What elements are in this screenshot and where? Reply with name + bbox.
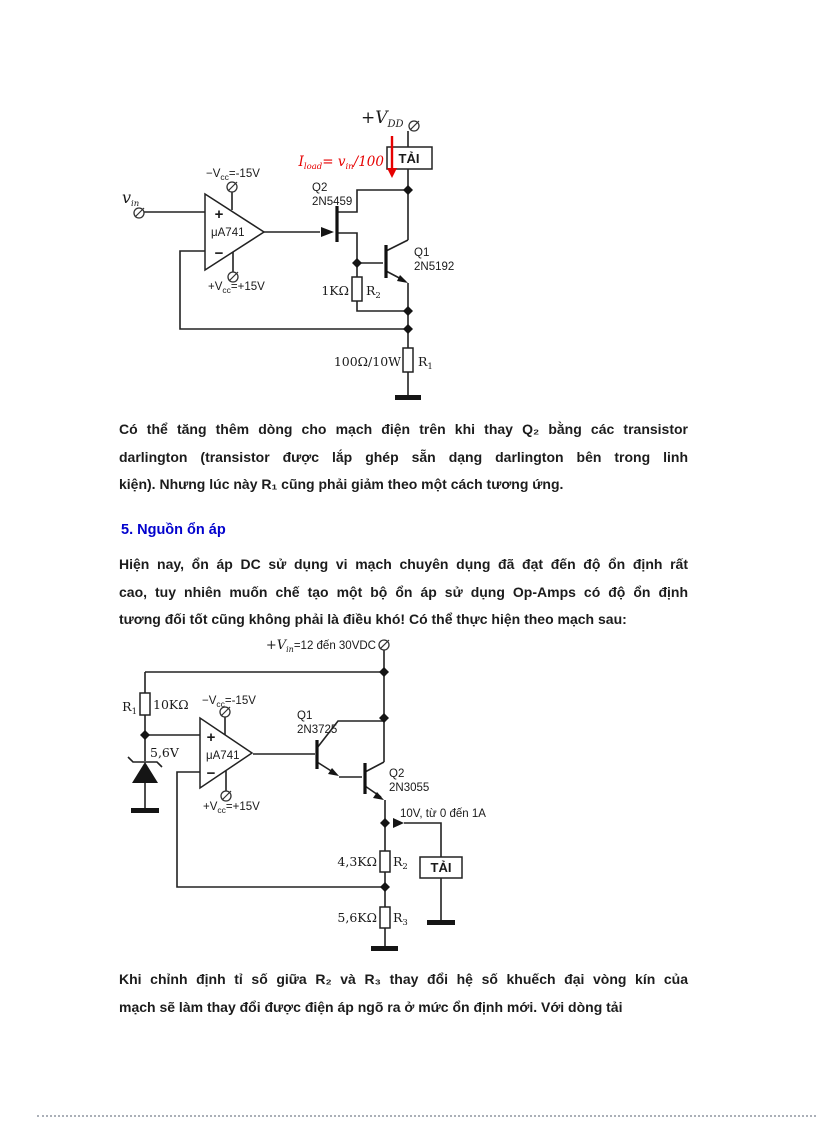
vin-label: vin <box>122 188 139 209</box>
zener-anode-icon <box>132 762 158 783</box>
terminal-slash-icon <box>379 639 390 650</box>
r2-ref: R2 <box>393 854 408 872</box>
text-line: darlington (transistor được lắp ghép sẵn… <box>119 448 688 465</box>
wire <box>144 650 442 946</box>
r2-ref: R2 <box>366 283 381 301</box>
r2-value: 1KΩ <box>321 283 349 298</box>
text-line: mạch sẽ làm thay đổi được điện áp ngõ ra… <box>119 998 623 1015</box>
text-line: kiện). Nhưng lúc này R₁ cũng phải giảm t… <box>119 476 564 492</box>
terminal-slash-icon <box>134 207 145 218</box>
q1-part: 2N3725 <box>297 724 337 736</box>
opamp-triangle <box>199 716 254 790</box>
q1-name: Q1 <box>414 247 429 259</box>
r2-value: 4,3KΩ <box>337 854 377 869</box>
transistor-bars <box>315 740 367 794</box>
circuit1-current-source: + − μA741 −Vcc=-15V +Vcc=+15V vin +VDD T… <box>122 108 454 400</box>
terminal-slash-icon <box>220 706 231 717</box>
vcc-positive-label: +Vcc=+15V <box>203 801 260 815</box>
wire <box>144 131 409 395</box>
output-arrow-icon <box>393 818 404 828</box>
resistor-r1 <box>139 692 151 716</box>
paragraph-2: Hiện nay, ổn áp DC sử dụng vi mạch chuyê… <box>119 551 688 634</box>
load-current-arrowhead-icon <box>387 168 397 178</box>
bjt-emitter-arrow-icon <box>328 768 339 776</box>
opamp-label: μA741 <box>211 227 244 239</box>
vdd-label: +VDD <box>361 108 404 130</box>
paragraph-1: Có thể tăng thêm dòng cho mạch điện trên… <box>119 416 688 499</box>
load-box-label: TẢI <box>399 151 420 166</box>
r1-value: 100Ω/10W <box>334 354 401 369</box>
ground-icon <box>131 808 159 813</box>
load-current-formula: Iload= vin/100 <box>298 154 385 172</box>
r3-ref: R3 <box>393 910 408 928</box>
r1-value: 10KΩ <box>153 697 189 712</box>
zener-value: 5,6V <box>150 745 180 760</box>
q2-part: 2N5459 <box>312 196 352 208</box>
resistor-r3 <box>379 906 391 929</box>
r1-ref: R1 <box>418 354 433 372</box>
load-box-label: TẢI <box>431 860 452 875</box>
output-label: 10V, từ 0 đến 1A <box>400 808 486 820</box>
opamp-label: μA741 <box>206 750 239 762</box>
junction-nodes <box>352 185 413 334</box>
terminal-slash-icon <box>228 271 239 282</box>
opamp-plus-input: + <box>207 729 216 746</box>
q1-part: 2N5192 <box>414 261 454 273</box>
load-box <box>419 856 463 879</box>
resistor-r2 <box>379 850 391 873</box>
page-break-dotted-line <box>37 1115 816 1117</box>
opamp-minus-input: − <box>215 245 224 262</box>
terminal-slash-icon <box>409 120 420 131</box>
ground-icon <box>371 946 398 951</box>
resistor-r1 <box>402 347 414 373</box>
input-rail-label: +Vin=12 đến 30VDC <box>266 638 376 654</box>
r3-value: 5,6KΩ <box>337 910 377 925</box>
vcc-negative-label: −Vcc=-15V <box>206 168 260 182</box>
bjt-emitter-arrow-icon <box>397 275 408 283</box>
jfet-gate-arrow-icon <box>321 227 334 237</box>
text-line: cao, tuy nhiên muốn chế tạo một bộ ổn áp… <box>119 583 688 600</box>
opamp-plus-input: + <box>215 206 224 223</box>
q2-name: Q2 <box>389 768 404 780</box>
paragraph-3: Khi chỉnh định tỉ số giữa R₂ và R₃ thay … <box>119 966 688 1021</box>
opamp-triangle <box>204 192 266 272</box>
bjt-emitter-arrow-icon <box>373 792 384 800</box>
vcc-positive-label: +Vcc=+15V <box>208 281 265 295</box>
circuit2-voltage-regulator: +Vin=12 đến 30VDC R1 10KΩ 5,6V + − μA741… <box>122 638 486 951</box>
transistor-bars <box>335 206 388 278</box>
r1-ref: R1 <box>122 699 137 717</box>
q1-name: Q1 <box>297 710 312 722</box>
ground-icon <box>395 395 421 400</box>
text-line: Có thể tăng thêm dòng cho mạch điện trên… <box>119 421 688 437</box>
ground-icon <box>427 920 455 925</box>
text-line: Khi chỉnh định tỉ số giữa R₂ và R₃ thay … <box>119 971 688 987</box>
load-box <box>386 146 433 170</box>
text-line: Hiện nay, ổn áp DC sử dụng vi mạch chuyê… <box>119 556 688 572</box>
terminal-slash-icon <box>227 181 238 192</box>
terminal-slash-icon <box>221 790 232 801</box>
resistor-r2 <box>351 276 363 302</box>
q2-name: Q2 <box>312 182 327 194</box>
junction-nodes <box>140 667 390 892</box>
q2-part: 2N3055 <box>389 782 429 794</box>
section-heading: 5. Nguồn ổn áp <box>121 522 226 538</box>
opamp-minus-input: − <box>207 765 216 782</box>
vcc-negative-label: −Vcc=-15V <box>202 695 256 709</box>
text-line: tương đối tốt cũng không phải là điều kh… <box>119 611 627 627</box>
